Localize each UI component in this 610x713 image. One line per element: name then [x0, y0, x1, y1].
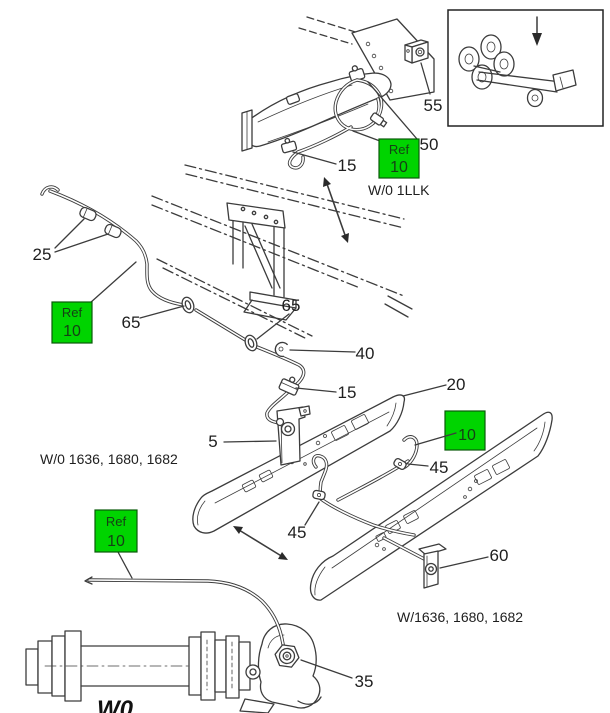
mounting-bracket-part-55 — [404, 39, 429, 64]
tube-clip-part-40 — [274, 341, 289, 358]
ref-box-left-line1: Ref — [62, 305, 83, 320]
ref-box-top[interactable]: Ref 10 — [378, 138, 420, 179]
callout-15-mid: 15 — [338, 383, 357, 402]
ref-box-top-line1: Ref — [389, 142, 410, 157]
callout-60: 60 — [490, 546, 509, 565]
frame-bracket — [226, 202, 297, 321]
rear-crossmember-assembly — [241, 18, 435, 170]
callout-55: 55 — [424, 96, 443, 115]
note-labels: W/0 1LLK W/0 1636, 1680, 1682 W/1636, 16… — [40, 182, 523, 713]
elbow-fitting-part-35 — [274, 644, 300, 668]
leader-lines — [54, 62, 489, 679]
callout-50: 50 — [420, 135, 439, 154]
callout-15-top: 15 — [338, 156, 357, 175]
callout-45-upper: 45 — [430, 458, 449, 477]
callout-45-lower: 45 — [288, 523, 307, 542]
hose-end-fitting — [369, 112, 388, 128]
callout-65-left: 65 — [122, 313, 141, 332]
grommet-part-65-left — [181, 296, 195, 314]
ref-box-left[interactable]: Ref 10 — [51, 301, 93, 344]
air-tube-assembly-left — [40, 185, 306, 425]
tube-clip-part-25a — [79, 206, 97, 222]
orientation-inset — [447, 9, 604, 127]
valve-bracket-part-5 — [275, 405, 311, 466]
frame-rails — [151, 16, 413, 339]
callout-20: 20 — [447, 375, 466, 394]
swap-arrow-bottom — [233, 526, 288, 560]
bumper-variant-1 — [192, 394, 406, 534]
note-wo-1636: W/0 1636, 1680, 1682 — [40, 451, 178, 467]
tube-clip-part-45-upper — [393, 457, 407, 471]
note-w-1636: W/1636, 1680, 1682 — [397, 609, 523, 625]
ref-box-bottom-line1: Ref — [106, 514, 127, 529]
down-arrow-icon — [532, 16, 542, 46]
tube-clamp-part-15-mid — [278, 376, 300, 396]
hose-clip-part-15-top — [280, 137, 298, 154]
ref-box-left-line2: 10 — [63, 323, 81, 340]
ref-box-bottom-line2: 10 — [107, 533, 125, 550]
swap-arrow-top — [323, 177, 349, 243]
note-wo-1llk: W/0 1LLK — [368, 182, 430, 198]
bumper-variant-2 — [309, 411, 553, 601]
callout-40: 40 — [356, 344, 375, 363]
ref-box-right[interactable]: 10 — [414, 410, 486, 451]
callout-35: 35 — [355, 672, 374, 691]
note-bottom-partial: W0 — [97, 696, 134, 713]
tube-clip-part-45-lower — [312, 489, 326, 501]
ref-box-bottom[interactable]: Ref 10 — [94, 509, 138, 553]
air-tube-assembly-bumper2 — [311, 435, 447, 589]
callout-25: 25 — [33, 245, 52, 264]
callout-65-mid: 65 — [282, 296, 301, 315]
callout-5: 5 — [208, 432, 217, 451]
ref-box-right-line1: 10 — [458, 427, 476, 444]
ref-box-top-line2: 10 — [390, 159, 408, 176]
callout-labels: 55 50 15 25 65 65 40 15 5 20 45 45 60 35 — [33, 96, 509, 691]
grommet-part-65-mid — [244, 334, 258, 352]
valve-part-60 — [418, 543, 447, 589]
tube-clip-part-25b — [104, 223, 122, 239]
air-cylinder-assembly — [25, 623, 322, 713]
air-hose-bottom — [84, 576, 286, 651]
chassis-icon — [458, 34, 577, 108]
hose-clamp-part-50 — [348, 65, 366, 83]
